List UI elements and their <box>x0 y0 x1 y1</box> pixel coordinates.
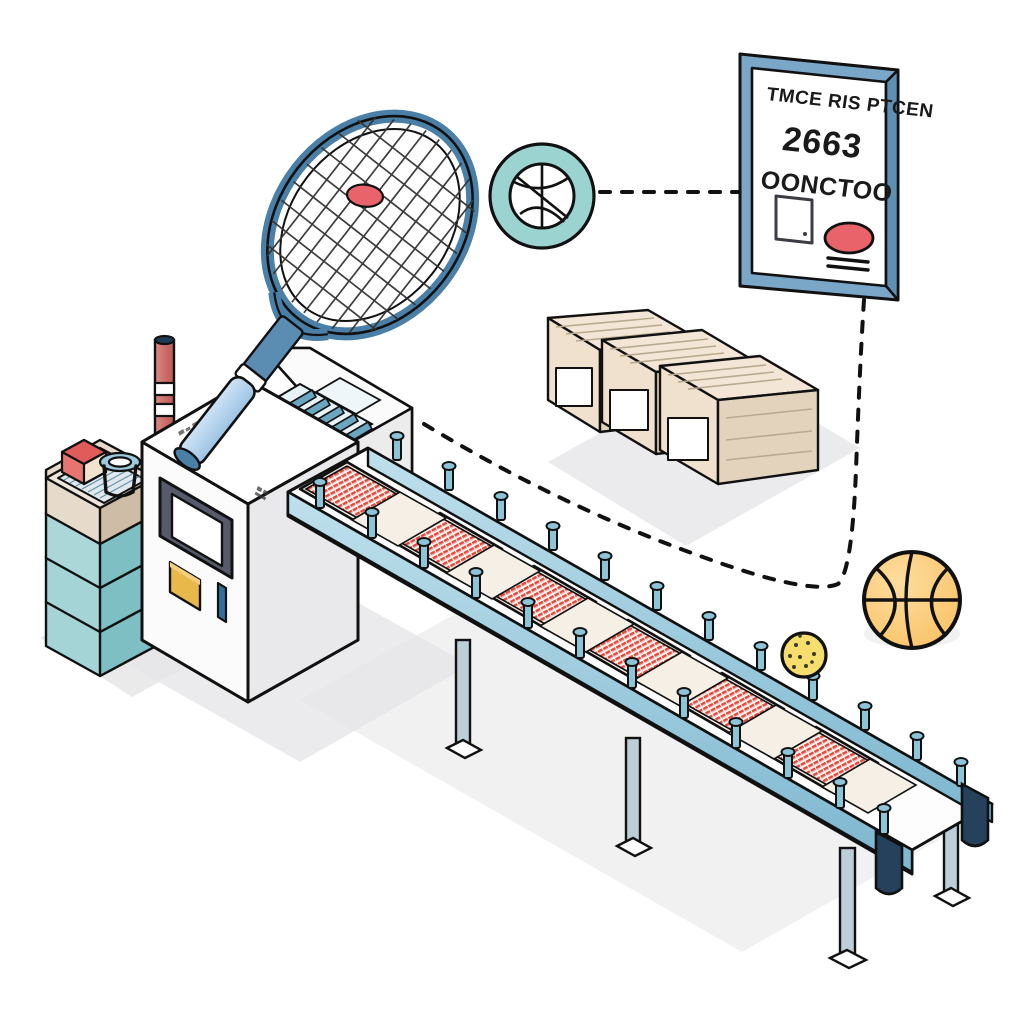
rail-posts <box>389 431 969 787</box>
racket-logo <box>345 183 385 208</box>
wall-sign[interactable]: TMCE RIS PTCEN 2663 OONCTOO <box>738 52 935 302</box>
conveyor-rail-far <box>366 431 994 824</box>
practice-ball <box>780 631 828 679</box>
flow-paths <box>422 190 866 589</box>
conveyor-leg <box>444 638 484 760</box>
sign-to-basketball-route <box>422 298 866 589</box>
machine-screen[interactable] <box>158 476 234 580</box>
rail-posts <box>312 477 892 835</box>
sign-value: 2663 <box>780 120 865 166</box>
ball-badge-icon <box>488 142 596 250</box>
machine-door-handle[interactable] <box>216 581 228 624</box>
conveyor-leg <box>614 736 654 858</box>
conveyor-leg <box>827 846 869 970</box>
machine-amber-button[interactable] <box>168 560 202 612</box>
tennis-racket <box>173 109 480 471</box>
red-box-item <box>60 438 108 486</box>
conveyor-rail-near <box>286 477 914 874</box>
box-stack-top-clutter <box>57 438 147 504</box>
belt-conveyor <box>286 431 994 970</box>
wooden-crates <box>546 308 820 486</box>
basketball <box>862 550 962 650</box>
machine-cabinet <box>140 378 360 704</box>
conveyor-trays <box>298 460 918 814</box>
product-marker-icon <box>823 221 875 272</box>
conveyor-endcaps <box>874 781 990 896</box>
blue-loop-handle <box>98 451 142 498</box>
crate <box>658 354 820 486</box>
box-stack <box>44 438 158 678</box>
racket-strings-horizontal <box>265 119 476 332</box>
thumbnail-frame-icon <box>774 194 814 245</box>
racket-strings-vertical <box>266 116 474 333</box>
